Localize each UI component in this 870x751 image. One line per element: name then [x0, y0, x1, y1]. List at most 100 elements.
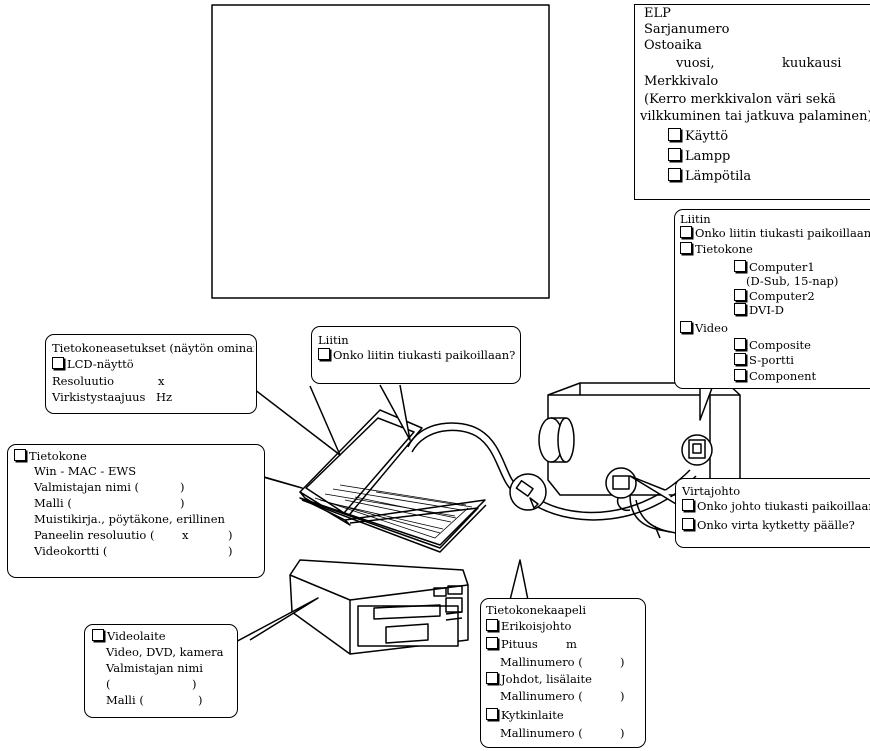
laptop-connector-title: Liitin [318, 333, 349, 347]
computer-option[interactable]: Tietokone [680, 242, 753, 256]
computer-title[interactable]: Tietokone [14, 449, 87, 463]
projector-connector-question-label: Onko liitin tiukasti paikoillaan? [695, 226, 870, 240]
computer2-checkbox[interactable] [734, 289, 746, 301]
video-device-callout [84, 624, 238, 718]
power-cord-q2[interactable]: Onko virta kytketty päälle? [682, 518, 855, 532]
computer-title-checkbox[interactable] [14, 449, 26, 461]
projector-connector-question[interactable]: Onko liitin tiukasti paikoillaan? [680, 226, 870, 240]
dvi-option[interactable]: DVI-D [734, 303, 784, 317]
computer-checkbox[interactable] [680, 242, 692, 254]
indicator-label: Merkkivalo [644, 74, 719, 89]
computer2-label: Computer2 [749, 289, 815, 303]
cords-option[interactable]: Johdot, lisälaite [486, 672, 592, 686]
sport-option[interactable]: S-portti [734, 353, 794, 367]
panel-resolution-label: Paneelin resoluutio ( [34, 528, 155, 542]
year-label: vuosi, [676, 56, 715, 71]
cable-model-3: Mallinumero ( [500, 726, 583, 740]
temperature-label: Lämpötila [685, 169, 752, 184]
indicator-note-2: vilkkuminen tai jatkuva palaminen) [640, 109, 870, 124]
power-cord-q1-checkbox[interactable] [682, 499, 694, 511]
temperature-checkbox[interactable] [668, 168, 681, 181]
temperature-item[interactable]: Lämpötila [668, 168, 751, 185]
projector-connector-callout [674, 209, 870, 389]
switch-label: Kytkinlaite [501, 708, 564, 722]
month-label: kuukausi [782, 56, 842, 71]
lamp-checkbox[interactable] [668, 148, 681, 161]
purchase-date-label: Ostoaika [644, 38, 702, 53]
video-device-title[interactable]: Videolaite [92, 629, 166, 643]
projector-connector-checkbox[interactable] [680, 226, 692, 238]
projector-connector-title: Liitin [680, 212, 711, 226]
sport-checkbox[interactable] [734, 353, 746, 365]
computer-type: Muistikirja., pöytäkone, erillinen [34, 512, 225, 526]
lcd-checkbox[interactable] [52, 357, 64, 369]
elp-title: ELP [644, 6, 671, 21]
dvi-checkbox[interactable] [734, 303, 746, 315]
operation-checkbox[interactable] [668, 128, 681, 141]
lcd-option[interactable]: LCD-näyttö [52, 357, 134, 371]
cords-label: Johdot, lisälaite [501, 672, 592, 686]
length-unit: m [566, 637, 577, 651]
composite-option[interactable]: Composite [734, 338, 811, 352]
video-card-close: ) [228, 544, 233, 558]
switch-checkbox[interactable] [486, 708, 498, 720]
video-label: Video [695, 321, 728, 335]
panel-resolution-close: ) [228, 528, 233, 542]
special-cable-option[interactable]: Erikoisjohto [486, 619, 571, 633]
power-cord-title: Virtajohto [682, 484, 741, 498]
composite-checkbox[interactable] [734, 338, 746, 350]
computer-model-label: Malli ( [34, 496, 72, 510]
computer-callout [7, 444, 265, 578]
lcd-label: LCD-näyttö [67, 357, 134, 371]
video-device-model-close: ) [198, 693, 203, 707]
component-label: Component [749, 369, 817, 383]
length-label: Pituus [501, 637, 538, 651]
computer-label: Tietokone [695, 242, 753, 256]
video-device-checkbox[interactable] [92, 629, 104, 641]
blank-screen [211, 4, 550, 299]
component-checkbox[interactable] [734, 369, 746, 381]
cable-model-2: Mallinumero ( [500, 689, 583, 703]
computer1-option[interactable]: Computer1 [734, 260, 815, 274]
special-cable-checkbox[interactable] [486, 619, 498, 631]
dvi-label: DVI-D [749, 303, 784, 317]
desktop-computer [289, 559, 469, 655]
cable-model-1-close: ) [620, 655, 625, 669]
cable-model-3-close: ) [620, 726, 625, 740]
power-cord-q2-label: Onko virta kytketty päälle? [697, 518, 855, 532]
computer1-checkbox[interactable] [734, 260, 746, 272]
video-card-label: Videokortti ( [34, 544, 108, 558]
cords-checkbox[interactable] [486, 672, 498, 684]
cable-model-2-close: ) [620, 689, 625, 703]
video-device-paren-open: ( [106, 677, 111, 691]
video-device-model: Malli ( [106, 693, 144, 707]
special-cable-label: Erikoisjohto [501, 619, 572, 633]
computer2-option[interactable]: Computer2 [734, 289, 815, 303]
video-checkbox[interactable] [680, 321, 692, 333]
power-cord-q1[interactable]: Onko johto tiukasti paikoillaan? [682, 499, 870, 513]
computer1-label: Computer1 [749, 260, 815, 274]
laptop [299, 409, 487, 553]
component-option[interactable]: Component [734, 369, 816, 383]
computer-maker-close: ) [180, 480, 185, 494]
operation-item[interactable]: Käyttö [668, 128, 728, 145]
refresh-hz: Hz [156, 390, 173, 404]
video-device-types: Video, DVD, kamera [106, 645, 224, 659]
display-settings-title: Tietokoneasetukset (näytön ominaisuudet) [52, 341, 254, 355]
length-option[interactable]: Pituus [486, 637, 538, 651]
indicator-note-1: (Kerro merkkivalon väri sekä [644, 92, 836, 107]
resolution-x: x [158, 374, 165, 388]
switch-option[interactable]: Kytkinlaite [486, 708, 564, 722]
laptop-connector-question-label: Onko liitin tiukasti paikoillaan? [333, 348, 516, 362]
video-option[interactable]: Video [680, 321, 728, 335]
computer-maker-label: Valmistajan nimi ( [34, 480, 140, 494]
computer1-note: (D-Sub, 15-nap) [746, 274, 839, 288]
length-checkbox[interactable] [486, 637, 498, 649]
video-device-maker: Valmistajan nimi [106, 661, 203, 675]
laptop-connector-checkbox[interactable] [318, 348, 330, 360]
lamp-item[interactable]: Lampp [668, 148, 730, 165]
lamp-label: Lampp [685, 149, 731, 164]
laptop-connector-question[interactable]: Onko liitin tiukasti paikoillaan? [318, 348, 515, 362]
power-cord-q2-checkbox[interactable] [682, 518, 694, 530]
